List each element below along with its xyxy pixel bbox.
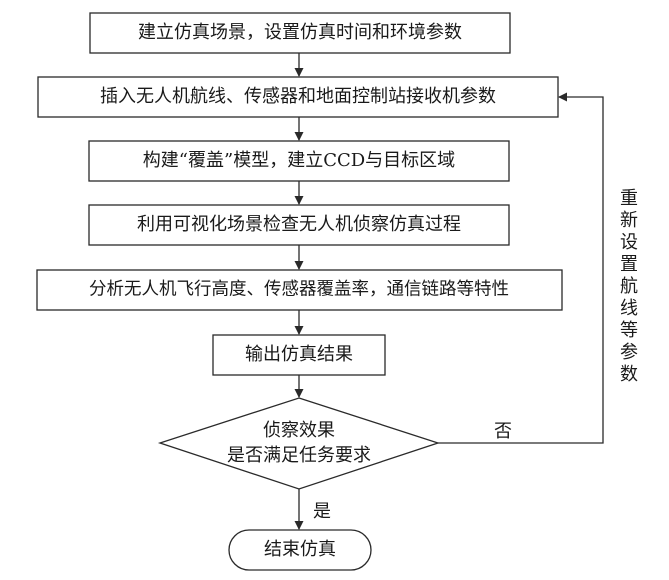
step-3-label: 构建“覆盖”模型，建立CCD与目标区域 bbox=[143, 150, 455, 171]
decision-node: 侦察效果 是否满足任务要求 bbox=[157, 397, 441, 490]
step-6-label: 输出仿真结果 bbox=[245, 344, 353, 365]
loop-label-char: 航 bbox=[620, 276, 638, 297]
step-2-node: 插入无人机航线、传感器和地面控制站接收机参数 bbox=[37, 76, 559, 118]
step-4-node: 利用可视化场景检查无人机侦察仿真过程 bbox=[88, 204, 510, 246]
step-5-node: 分析无人机飞行高度、传感器覆盖率，通信链路等特性 bbox=[36, 269, 563, 311]
decision-label-line-2: 是否满足任务要求 bbox=[227, 445, 371, 466]
loop-label-char: 置 bbox=[620, 254, 638, 275]
step-2-label: 插入无人机航线、传感器和地面控制站接收机参数 bbox=[100, 86, 496, 107]
end-node: 结束仿真 bbox=[228, 529, 372, 571]
step-1-node: 建立仿真场景，设置仿真时间和环境参数 bbox=[89, 12, 511, 54]
end-label: 结束仿真 bbox=[264, 539, 336, 560]
loop-label-char: 设 bbox=[620, 232, 638, 253]
loop-label-char: 等 bbox=[620, 320, 638, 341]
loop-back-connector bbox=[438, 92, 604, 444]
loop-label-char: 数 bbox=[620, 364, 638, 385]
step-1-label: 建立仿真场景，设置仿真时间和环境参数 bbox=[138, 22, 462, 43]
step-6-node: 输出仿真结果 bbox=[212, 334, 386, 376]
step-4-label: 利用可视化场景检查无人机侦察仿真过程 bbox=[137, 214, 461, 235]
loop-label-char: 重 bbox=[620, 188, 638, 209]
step-3-node: 构建“覆盖”模型，建立CCD与目标区域 bbox=[88, 140, 510, 182]
loop-label-char: 线 bbox=[620, 298, 638, 319]
decision-label-line-1: 侦察效果 bbox=[263, 420, 335, 441]
loop-label-char: 参 bbox=[620, 342, 638, 363]
loop-label-char: 新 bbox=[620, 210, 638, 231]
no-label: 否 bbox=[494, 421, 512, 442]
yes-label: 是 bbox=[313, 501, 331, 522]
step-5-label: 分析无人机飞行高度、传感器覆盖率，通信链路等特性 bbox=[89, 280, 509, 300]
loop-label: 重 新 设 置 航 线 等 参 数 bbox=[620, 188, 638, 385]
